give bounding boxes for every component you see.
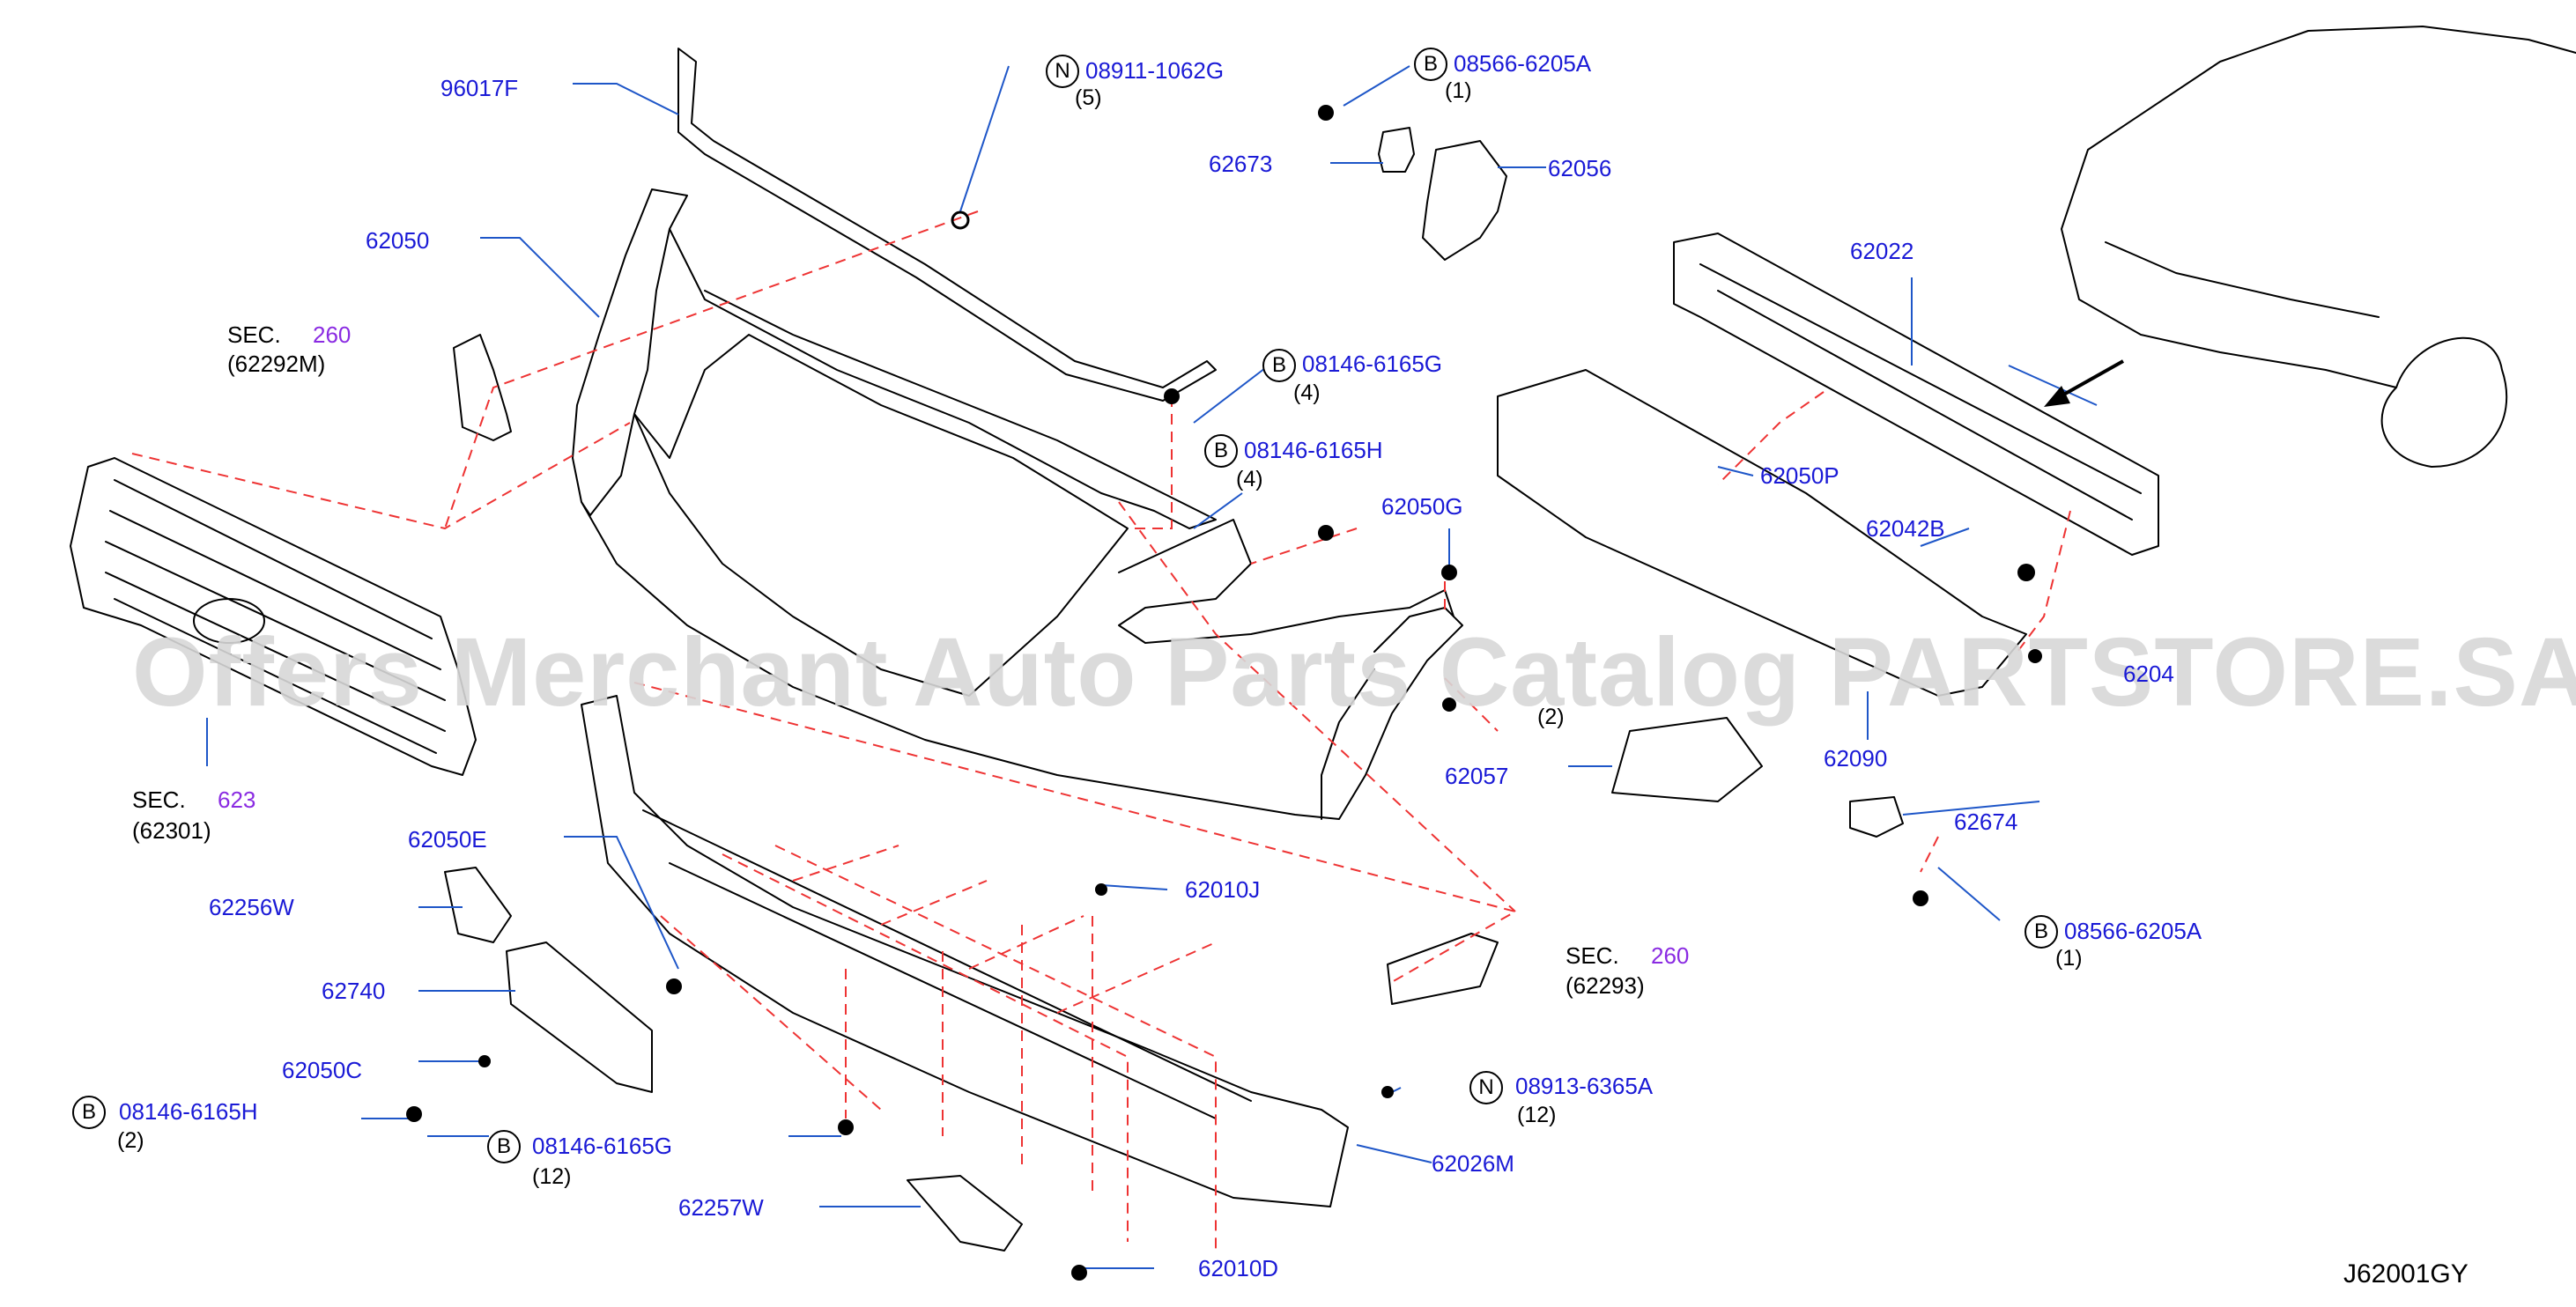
qty-08146h-top: (4) [1236, 467, 1263, 491]
label-62056[interactable]: 62056 [1548, 155, 1612, 181]
fasteners [406, 105, 2042, 1281]
badge-b-08566-bottom: B [2025, 915, 2058, 949]
badge-n-08911: N [1046, 55, 1079, 88]
label-08146-6165H-top[interactable]: 08146-6165H [1244, 437, 1383, 463]
label-62050[interactable]: 62050 [366, 227, 430, 254]
sec-62301-number[interactable]: 623 [218, 786, 256, 813]
label-62042B[interactable]: 62042B [1866, 515, 1945, 542]
qty-08566-mid: (2) [1537, 705, 1565, 729]
bumper-fascia-62050 [572, 188, 688, 516]
label-62057[interactable]: 62057 [1445, 763, 1509, 789]
qty-08146g-bottom: (12) [532, 1164, 572, 1189]
label-62050G[interactable]: 62050G [1381, 493, 1463, 520]
badge-b-08146h-bottom: B [72, 1096, 106, 1129]
label-08146-6165H-bottom[interactable]: 08146-6165H [119, 1098, 258, 1125]
badge-b-08146g-bottom: B [487, 1130, 521, 1163]
fog-bezel-62256W [444, 867, 512, 943]
part-outlines [70, 26, 2576, 1252]
badge-b-08146h-top: B [1204, 434, 1238, 468]
sec-62293-ref: (62293) [1566, 972, 1645, 999]
bracket-62293 [1387, 933, 1499, 1005]
reinforcement-62022 [1673, 233, 2159, 556]
qty-08146h-bottom: (2) [117, 1128, 144, 1153]
label-62674[interactable]: 62674 [1954, 809, 2018, 835]
badge-b-08146g-top: B [1262, 349, 1296, 382]
dashed-assembly-lines [131, 210, 2071, 1251]
label-62050E[interactable]: 62050E [408, 826, 487, 853]
label-62050P[interactable]: 62050P [1760, 462, 1839, 489]
label-62050C[interactable]: 62050C [282, 1057, 363, 1083]
bracket-62057 [1611, 717, 1763, 802]
sec-62293-number[interactable]: 260 [1651, 942, 1690, 969]
vehicle-silhouette [2061, 26, 2576, 468]
watermark: Offers Merchant Auto Parts Catalog PARTS… [132, 618, 2576, 727]
label-62010J[interactable]: 62010J [1185, 876, 1261, 903]
clip-62673 [1378, 127, 1415, 173]
label-08146-6165G-top[interactable]: 08146-6165G [1302, 351, 1443, 377]
badge-n-08913: N [1469, 1071, 1503, 1104]
seal-strip-96017F [677, 48, 1217, 402]
label-08146-6165G-bottom[interactable]: 08146-6165G [532, 1133, 673, 1159]
qty-08146g-top: (4) [1293, 380, 1321, 405]
label-62256W[interactable]: 62256W [209, 894, 294, 920]
sec-62292M-number[interactable]: 260 [313, 321, 352, 348]
diagram-code: J62001GY [2343, 1259, 2469, 1289]
license-bracket-62740 [506, 941, 653, 1093]
sec-62301-ref: (62301) [132, 817, 211, 844]
label-62022[interactable]: 62022 [1850, 238, 1914, 264]
label-62740[interactable]: 62740 [322, 978, 386, 1004]
label-08566-6205A-top[interactable]: 08566-6205A [1454, 50, 1592, 77]
fog-bezel-62257W [907, 1175, 1023, 1252]
qty-08913: (12) [1517, 1103, 1557, 1127]
bracket-62056 [1422, 140, 1507, 261]
sec-62292M-ref: (62292M) [227, 351, 326, 377]
label-08911-1062G[interactable]: 08911-1062G [1085, 57, 1225, 84]
qty-08566-top: (1) [1445, 78, 1472, 103]
label-62010D[interactable]: 62010D [1198, 1255, 1279, 1281]
label-62026M[interactable]: 62026M [1432, 1150, 1514, 1177]
sec-62292M-label: SEC. [227, 321, 281, 348]
qty-08566-bottom: (1) [2055, 946, 2083, 971]
label-62257W[interactable]: 62257W [678, 1194, 764, 1221]
clip-62674 [1849, 796, 1904, 838]
badge-b-08566-top: B [1414, 48, 1447, 81]
label-96017F[interactable]: 96017F [440, 75, 519, 101]
qty-08911: (5) [1075, 85, 1102, 110]
lower-spoiler-62026M [581, 695, 1349, 1207]
label-62042A[interactable]: 6204 [2123, 661, 2174, 687]
label-62673[interactable]: 62673 [1209, 151, 1273, 177]
bracket-62292M [453, 334, 512, 441]
label-08566-6205A-bottom[interactable]: 08566-6205A [2064, 918, 2202, 944]
absorber-62090 [1497, 369, 2027, 697]
sec-62293-label: SEC. [1566, 942, 1619, 969]
label-08913-6365A[interactable]: 08913-6365A [1515, 1073, 1654, 1099]
sec-62301-label: SEC. [132, 786, 186, 813]
grille-62301 [70, 457, 477, 776]
label-62090[interactable]: 62090 [1824, 745, 1888, 772]
